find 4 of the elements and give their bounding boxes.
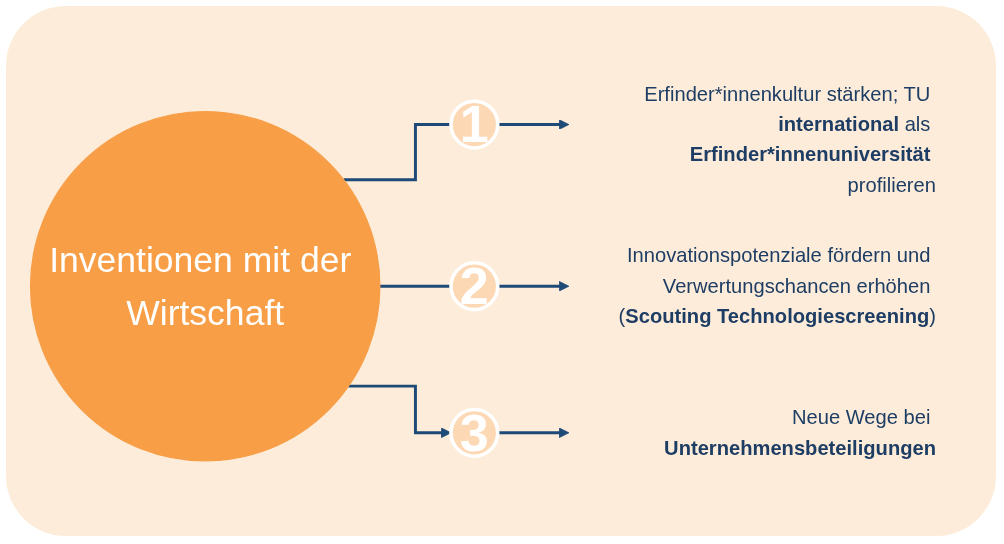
main-circle: Inventionen mit der Wirtschaft xyxy=(29,110,381,462)
goal-text: Innovationspotenziale fördern und Verwertungschancen erhöhen (Scouting Technologiescreening) xyxy=(618,244,936,328)
goal-text: Erfinder*innenkultur stärken; TU international als Erfinder*innenuniversität profilieren xyxy=(644,82,936,196)
goal-text: Neue Wege bei Unternehmensbeteiligungen xyxy=(664,406,936,459)
